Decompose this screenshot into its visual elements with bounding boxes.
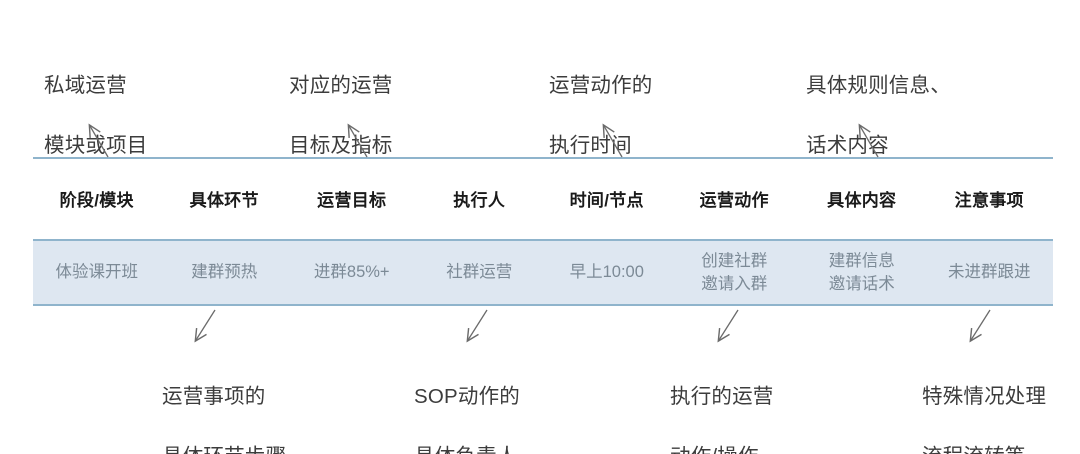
- bottom-annotation-1-line2: 具体环节步骤: [162, 442, 286, 454]
- bottom-annotation-3: 执行的运营 动作/操作: [670, 352, 774, 454]
- bottom-annotation-3-line1: 执行的运营: [670, 385, 774, 408]
- bottom-annotation-4-line1: 特殊情况处理: [922, 385, 1047, 408]
- bottom-annotation-1-line1: 运营事项的: [162, 385, 266, 408]
- top-annotation-4-line1: 具体规则信息、: [806, 74, 951, 97]
- table-cell-notes: 未进群跟进: [948, 263, 1031, 281]
- bottom-annotation-1: 运营事项的 具体环节步骤: [162, 352, 286, 454]
- bottom-annotation-2-line1: SOP动作的: [414, 385, 520, 408]
- table-cell-content: 建群信息 邀请话术: [828, 251, 895, 293]
- table-row: 体验课开班 建群预热 进群85%+ 社群运营 早上10:00 创建社群 邀请入群…: [33, 239, 1053, 306]
- bottom-annotation-2-line2: 具体负责人: [414, 442, 520, 454]
- table-header-cell-2: 具体环节: [189, 191, 259, 210]
- table-header-cell-6: 运营动作: [699, 191, 769, 210]
- top-annotation-3-line1: 运营动作的: [549, 74, 653, 97]
- arrow-down-3: [719, 309, 739, 340]
- arrow-down-2: [468, 309, 488, 340]
- table-header-cell-1: 阶段/模块: [59, 191, 134, 210]
- table-header-cell-5: 时间/节点: [569, 191, 644, 210]
- bottom-annotation-4-line2: 流程流转等: [922, 442, 1046, 454]
- table-cell-goal: 进群85%+: [313, 263, 390, 281]
- bottom-annotation-4: 特殊情况处理 流程流转等: [922, 352, 1046, 454]
- table-cell-action: 创建社群 邀请入群: [701, 251, 768, 293]
- top-annotation-2-line1: 对应的运营: [289, 74, 393, 97]
- table-header-cell-8: 注意事项: [954, 191, 1024, 210]
- table-top-rule: [33, 157, 1053, 159]
- bottom-annotation-2: SOP动作的 具体负责人: [414, 352, 520, 454]
- arrow-down-1: [196, 309, 216, 340]
- table-header-cell-4: 执行人: [453, 191, 506, 210]
- bottom-annotation-3-line2: 动作/操作: [670, 442, 774, 454]
- table-cell-owner: 社群运营: [446, 263, 513, 281]
- table-header-cell-7: 具体内容: [827, 191, 897, 210]
- table-header-row: 阶段/模块 具体环节 运营目标 执行人 时间/节点 运营动作 具体内容 注意事项: [33, 159, 1053, 238]
- arrow-down-4: [971, 309, 991, 340]
- table-cell-step: 建群预热: [191, 263, 258, 281]
- table-cell-stage: 体验课开班: [55, 263, 139, 281]
- top-annotation-1-line1: 私域运营: [44, 74, 127, 97]
- table-header-cell-3: 运营目标: [317, 191, 387, 210]
- table-cell-time: 早上10:00: [569, 263, 644, 281]
